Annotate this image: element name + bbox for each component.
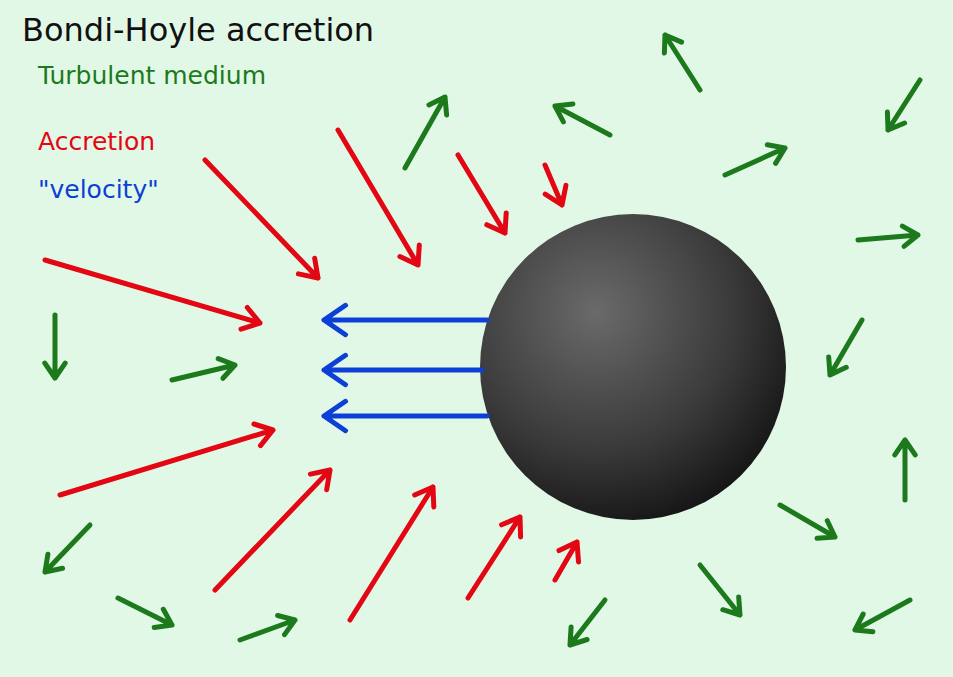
accretion-arrow: [60, 424, 273, 495]
accretion-arrow: [215, 470, 330, 590]
turbulence-arrow: [45, 525, 90, 572]
velocity-arrow: [324, 305, 487, 334]
accretion-arrow: [45, 260, 260, 329]
accretion-arrow: [350, 487, 434, 620]
diagram-title: Bondi-Hoyle accretion: [22, 12, 374, 49]
accretion-label: Accretion: [38, 128, 155, 157]
velocity-arrow: [324, 401, 487, 430]
turbulence-arrow: [858, 226, 918, 246]
turbulence-arrow: [172, 359, 235, 380]
turbulence-arrow: [664, 35, 700, 90]
turbulence-arrow: [405, 97, 447, 168]
turbulence-arrow: [118, 598, 172, 627]
accretion-arrow: [458, 155, 506, 233]
accretion-arrow: [338, 130, 419, 265]
turbulence-arrow: [887, 80, 920, 130]
turbulence-arrow: [700, 565, 740, 615]
turbulence-arrow: [45, 315, 65, 378]
turbulence-arrow: [829, 320, 862, 375]
turbulence-arrow: [570, 600, 605, 645]
velocity-arrow: [324, 355, 482, 384]
accretion-arrow: [468, 517, 521, 598]
medium-label: Turbulent medium: [38, 62, 266, 91]
accretion-arrow: [555, 542, 579, 580]
turbulence-arrow: [780, 505, 835, 538]
turbulence-arrow: [725, 145, 785, 175]
arrow-group: [45, 35, 920, 645]
accretion-arrow: [545, 165, 566, 205]
turbulence-arrow: [895, 440, 915, 500]
velocity-label: "velocity": [38, 176, 159, 205]
turbulence-arrow: [855, 600, 910, 632]
turbulence-arrow: [555, 104, 610, 135]
accretion-arrow: [205, 160, 318, 278]
turbulence-arrow: [240, 616, 295, 641]
accreting-body: [480, 214, 786, 520]
